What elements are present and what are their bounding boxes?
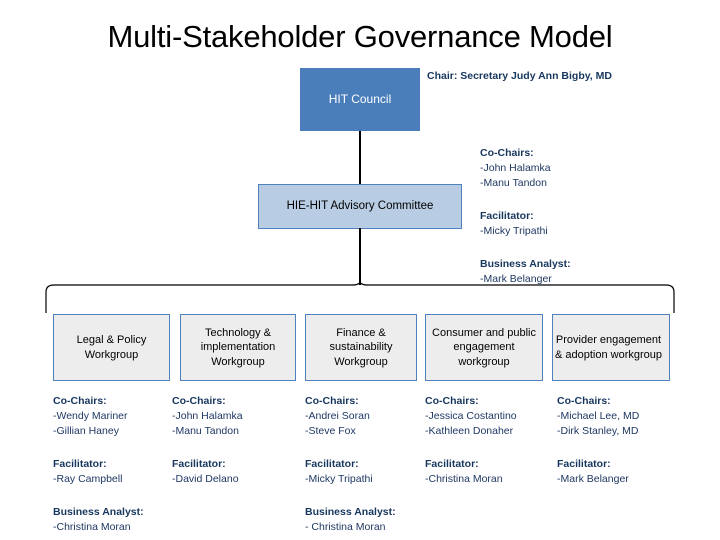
workgroup-3-role-member: -Christina Moran [425,473,503,485]
node-workgroup-1-label: Technology & implementation Workgroup [200,326,276,368]
workgroup-3-role-header: Facilitator: [425,458,479,470]
node-advisory-committee[interactable]: HIE-HIT Advisory Committee [258,184,462,229]
advisory-role-group: Facilitator: -Micky Tripathi [480,209,680,239]
workgroup-0-role-header: Facilitator: [53,458,107,470]
node-workgroup-4-label: Provider engagement & adoption workgroup [554,334,662,361]
workgroup-0-role-group: Business Analyst: -Christina Moran [53,505,203,535]
workgroup-3-role-header: Co-Chairs: [425,395,479,407]
workgroup-2-role-member: -Andrei Soran [305,410,370,422]
workgroup-2-role-group: Facilitator: -Micky Tripathi [305,457,455,487]
workgroup-0-role-member: -Wendy Mariner [53,410,128,422]
workgroup-3-role-member: -Kathleen Donaher [425,425,514,437]
council-chair-text: Chair: Secretary Judy Ann Bigby, MD [427,70,612,82]
node-workgroup-1[interactable]: Technology & implementation Workgroup [180,314,296,381]
advisory-role-member: -Micky Tripathi [480,225,548,237]
workgroup-2-role-header: Facilitator: [305,458,359,470]
node-hit-council-label: HIT Council [328,92,392,106]
workgroup-2-role-group: Co-Chairs: -Andrei Soran -Steve Fox [305,394,455,439]
advisory-role-group: Co-Chairs: -John Halamka -Manu Tandon [480,146,680,191]
workgroup-1-role-group: Co-Chairs: -John Halamka -Manu Tandon [172,394,322,439]
workgroup-0-role-header: Business Analyst: [53,506,144,518]
workgroup-4-role-group: Co-Chairs: -Michael Lee, MD -Dirk Stanley,… [557,394,707,439]
workgroup-0-role-member: -Christina Moran [53,521,131,533]
workgroup-4-role-member: -Michael Lee, MD [557,410,640,422]
workgroup-3-role-group: Co-Chairs: -Jessica Costantino -Kathleen D… [425,394,575,439]
page-title: Multi-Stakeholder Governance Model [107,19,613,54]
connector-council-to-advisory [359,131,361,185]
workgroup-2-role-header: Co-Chairs: [305,395,359,407]
node-workgroup-0-label: Legal & Policy Workgroup [76,334,147,361]
workgroup-2-role-group: Business Analyst: - Christina Moran [305,505,455,535]
node-workgroup-4[interactable]: Provider engagement & adoption workgroup [552,314,670,381]
node-workgroup-3-label: Consumer and public engagement workgroup [432,326,536,368]
workgroup-0-role-member: -Gillian Haney [53,425,119,437]
workgroup-0-role-member: -Ray Campbell [53,473,123,485]
workgroup-4-roles: Co-Chairs: -Michael Lee, MD -Dirk Stanley,… [557,394,707,487]
workgroup-3-role-group: Facilitator: -Christina Moran [425,457,575,487]
node-workgroup-3[interactable]: Consumer and public engagement workgroup [425,314,543,381]
node-workgroup-2-label: Finance & sustainability Workgroup [329,326,393,368]
connector-advisory-to-workgroups [359,228,361,285]
workgroup-1-role-member: -David Delano [172,473,239,485]
workgroup-3-roles: Co-Chairs: -Jessica Costantino -Kathleen D… [425,394,575,487]
workgroup-4-role-member: -Mark Belanger [557,473,629,485]
workgroup-4-role-header: Facilitator: [557,458,611,470]
workgroup-1-role-member: -Manu Tandon [172,425,239,437]
workgroup-2-role-member: -Micky Tripathi [305,473,373,485]
advisory-role-member: -John Halamka [480,162,551,174]
workgroup-1-role-header: Co-Chairs: [172,395,226,407]
workgroup-1-role-header: Facilitator: [172,458,226,470]
advisory-role-member: -Mark Belanger [480,273,552,285]
workgroup-0-role-header: Co-Chairs: [53,395,107,407]
workgroup-4-role-group: Facilitator: -Mark Belanger [557,457,707,487]
node-advisory-committee-label: HIE-HIT Advisory Committee [286,200,434,212]
advisory-role-header: Business Analyst: [480,258,571,270]
workgroup-3-role-member: -Jessica Costantino [425,410,517,422]
workgroup-1-role-group: Facilitator: -David Delano [172,457,322,487]
advisory-role-member: -Manu Tandon [480,177,547,189]
workgroup-2-role-member: - Christina Moran [305,521,386,533]
node-workgroup-2[interactable]: Finance & sustainability Workgroup [305,314,417,381]
workgroup-4-role-member: -Dirk Stanley, MD [557,425,639,437]
workgroup-4-role-header: Co-Chairs: [557,395,611,407]
workgroup-0-role-group: Facilitator: -Ray Campbell [53,457,203,487]
advisory-role-group: Business Analyst: -Mark Belanger [480,257,680,287]
workgroup-2-role-header: Business Analyst: [305,506,396,518]
node-hit-council[interactable]: HIT Council [300,68,420,131]
advisory-role-header: Co-Chairs: [480,147,534,159]
node-workgroup-0[interactable]: Legal & Policy Workgroup [53,314,170,381]
workgroup-0-role-group: Co-Chairs: -Wendy Mariner -Gillian Haney [53,394,203,439]
workgroup-2-role-member: -Steve Fox [305,425,356,437]
workgroup-1-role-member: -John Halamka [172,410,243,422]
advisory-role-header: Facilitator: [480,210,534,222]
brace-connector-icon [45,282,675,313]
